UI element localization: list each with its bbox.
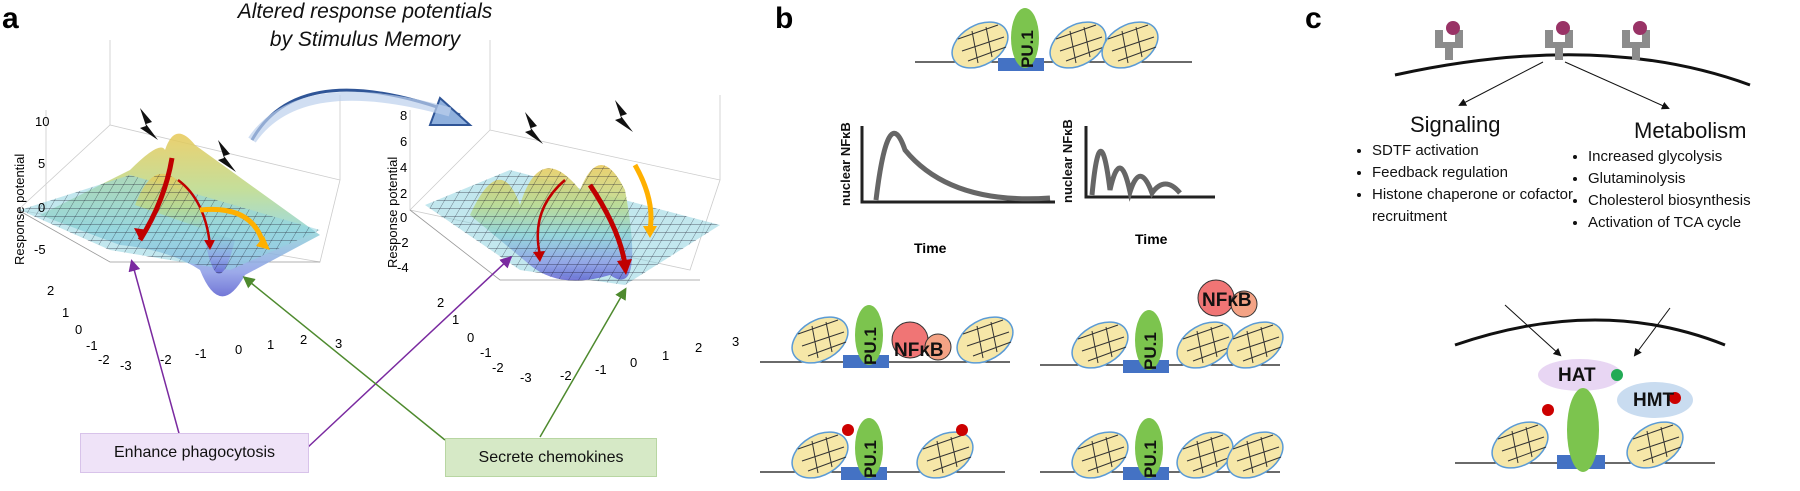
left-surface-plot — [17, 40, 341, 297]
left-ytick: 1 — [62, 305, 70, 320]
right-ztick: 6 — [400, 134, 408, 149]
panel-label-a: a — [2, 2, 19, 35]
signaling-heading: Signaling — [1410, 112, 1501, 137]
secrete-chemokines-box: Secrete chemokines — [445, 438, 657, 477]
left-ylabel: Response potential — [12, 153, 27, 265]
left-ztick: 5 — [38, 156, 46, 171]
right-ytick: 1 — [452, 312, 460, 327]
right-xtick: -3 — [520, 370, 532, 385]
left-ytick: 0 — [75, 322, 83, 337]
right-ytick: -2 — [492, 360, 504, 375]
left-ztick: -5 — [34, 242, 46, 257]
metabolism-item: Glutaminolysis — [1588, 168, 1800, 190]
right-xtick: -1 — [595, 362, 607, 377]
left-xtick: 0 — [235, 342, 243, 357]
right-xtick: 1 — [662, 348, 670, 363]
metabolism-item: Activation of TCA cycle — [1588, 212, 1800, 234]
nfkb-plot2-ylabel: nuclear NFκB — [1060, 119, 1075, 203]
pu1-label-mid-right: PU.1 — [1141, 332, 1160, 370]
nfkb-plot1-ylabel: nuclear NFκB — [838, 122, 853, 206]
nfkb-plot1-xlabel: Time — [914, 240, 947, 256]
right-ytick: 2 — [437, 295, 445, 310]
left-ytick: 2 — [47, 283, 55, 298]
hmt-label: HMT — [1633, 390, 1675, 411]
pu1-label-bottom-right: PU.1 — [1141, 440, 1160, 478]
panel-c-graphics — [1394, 21, 1751, 479]
enhance-phagocytosis-box: Enhance phagocytosis — [80, 433, 309, 473]
hat-label: HAT — [1558, 365, 1596, 386]
right-xtick: -2 — [560, 368, 572, 383]
right-ztick: 2 — [400, 186, 408, 201]
signaling-item: Histone chaperone or cofactor recruitmen… — [1372, 184, 1577, 228]
left-ytick: -1 — [86, 338, 98, 353]
pu1-label-mid-left: PU.1 — [861, 327, 880, 365]
panel-b-graphics — [760, 8, 1292, 489]
right-ytick: -1 — [480, 345, 492, 360]
metabolism-list: Increased glycolysis Glutaminolysis Chol… — [1568, 146, 1800, 234]
left-ztick: 10 — [35, 114, 50, 129]
metabolism-item: Increased glycolysis — [1588, 146, 1800, 168]
right-xtick: 3 — [732, 334, 740, 349]
right-ztick: 0 — [400, 210, 408, 225]
right-xtick: 0 — [630, 355, 638, 370]
left-xtick: 2 — [300, 332, 308, 347]
signaling-item: SDTF activation — [1372, 140, 1577, 162]
left-xtick: -3 — [120, 358, 132, 373]
right-ytick: 0 — [467, 330, 475, 345]
pu1-label-top: PU.1 — [1018, 30, 1037, 68]
panel-a-title: Altered response potentials by Stimulus … — [190, 0, 540, 54]
panel-label-c: c — [1305, 2, 1322, 35]
pu1-label-bottom-left: PU.1 — [861, 440, 880, 478]
signaling-list: SDTF activation Feedback regulation Hist… — [1352, 140, 1577, 228]
left-ztick: 0 — [38, 200, 46, 215]
right-ztick: -4 — [397, 260, 409, 275]
signaling-item: Feedback regulation — [1372, 162, 1577, 184]
left-ytick: -2 — [98, 352, 110, 367]
nfkb-label-mid-right: NFκB — [1202, 290, 1252, 311]
left-xtick: -1 — [195, 346, 207, 361]
panel-label-b: b — [775, 2, 794, 35]
right-ylabel: Response potential — [385, 156, 400, 268]
nfkb-plot2-xlabel: Time — [1135, 231, 1168, 247]
right-ztick: 8 — [400, 108, 408, 123]
metabolism-heading: Metabolism — [1634, 118, 1747, 143]
right-xtick: 2 — [695, 340, 703, 355]
right-ztick: 4 — [400, 160, 408, 175]
right-surface-plot — [409, 40, 721, 285]
metabolism-item: Cholesterol biosynthesis — [1588, 190, 1800, 212]
left-xtick: -2 — [160, 352, 172, 367]
panel-a-title-line1: Altered response potentials — [237, 0, 493, 23]
left-xtick: 1 — [267, 337, 275, 352]
panel-a-title-line2: by Stimulus Memory — [269, 28, 461, 51]
nfkb-label-mid-left: NFκB — [894, 340, 944, 361]
left-xtick: 3 — [335, 336, 343, 351]
right-ztick: -2 — [397, 235, 409, 250]
